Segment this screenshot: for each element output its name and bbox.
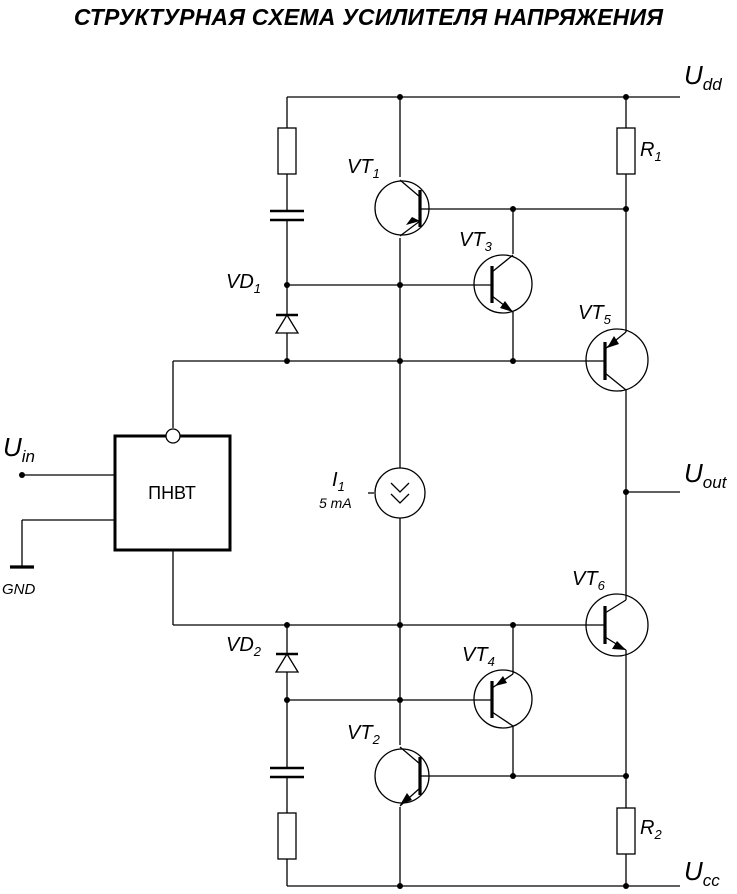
- vt2-label: VT2: [347, 722, 381, 747]
- ucc-label: Ucc: [684, 856, 720, 890]
- vd2-diode: [274, 625, 300, 768]
- r1-resistor: [616, 127, 636, 175]
- junction-dots: [19, 94, 629, 889]
- vt5-label: VT5: [578, 302, 612, 327]
- i1-current-source: [368, 467, 426, 519]
- udd-label: Udd: [684, 60, 722, 94]
- r2-resistor: [616, 807, 636, 855]
- vt3-transistor: [473, 254, 533, 314]
- vt4-transistor: [473, 669, 533, 729]
- vt4-label: VT4: [462, 644, 495, 669]
- r2-label: R2: [640, 817, 662, 842]
- i1-value: 5 mA: [319, 495, 352, 511]
- vt1-transistor: [374, 179, 430, 237]
- uin-label: Uin: [3, 432, 35, 466]
- vd1-label: VD1: [226, 271, 261, 296]
- vt6-label: VT6: [572, 568, 606, 593]
- pnvt-label: ПНВТ: [148, 483, 196, 503]
- vt3-label: VT3: [459, 229, 493, 254]
- vd2-label: VD2: [226, 634, 262, 659]
- vt2-transistor: [374, 746, 430, 807]
- r1-label: R1: [640, 139, 662, 164]
- horizontal-wires: [172, 208, 626, 777]
- bottom-left-branch: [270, 766, 304, 886]
- top-left-branch: [270, 97, 304, 315]
- vt1-label: VT1: [347, 156, 380, 181]
- i1-label: I1: [332, 469, 345, 494]
- uout-label: Uout: [684, 458, 728, 492]
- vd1-diode: [274, 313, 300, 361]
- gnd-label: GND: [2, 581, 36, 598]
- vt5-transistor: [585, 328, 649, 392]
- gnd-wire: [10, 519, 115, 569]
- vt6-transistor: [585, 593, 649, 657]
- page-title: СТРУКТУРНАЯ СХЕМА УСИЛИТЕЛЯ НАПРЯЖЕНИЯ: [73, 4, 664, 30]
- pnvt-block: ПНВТ: [113, 428, 232, 552]
